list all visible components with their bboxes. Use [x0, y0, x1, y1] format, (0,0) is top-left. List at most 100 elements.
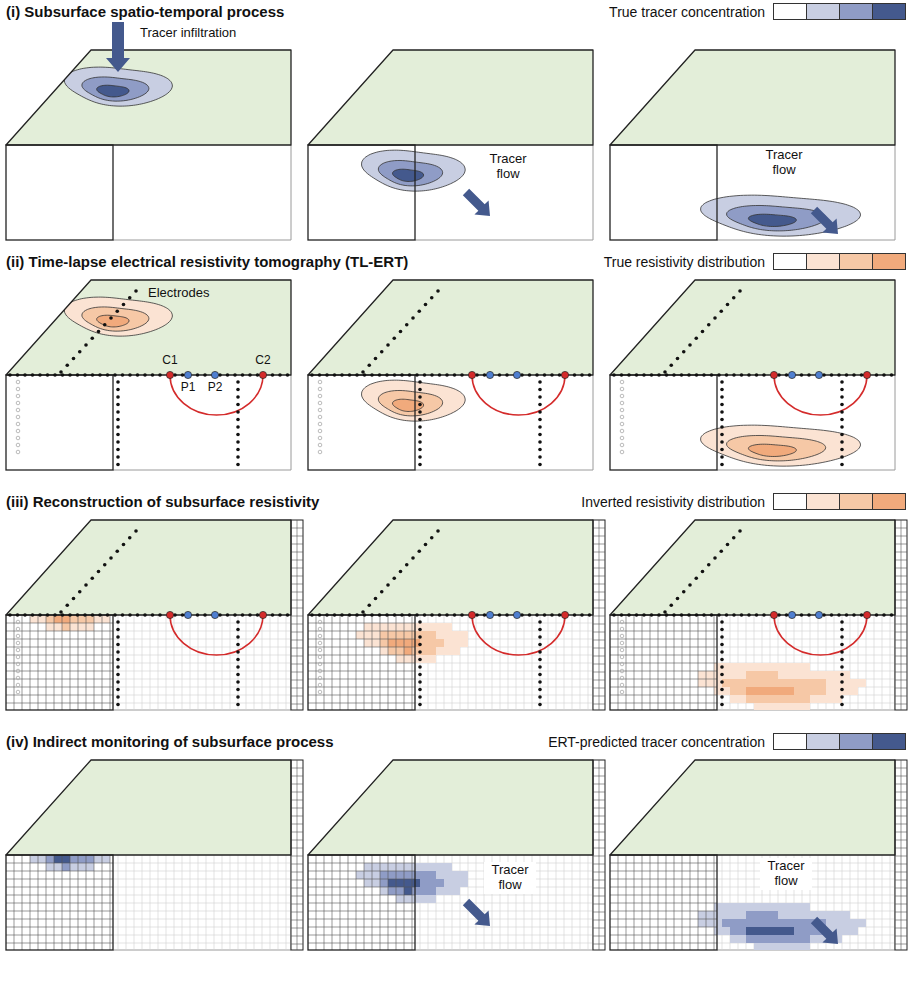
electrode: [325, 613, 329, 617]
mesh-line: [291, 920, 303, 921]
electrode: [116, 688, 120, 692]
mesh-line: [706, 855, 707, 950]
mesh-line: [6, 943, 113, 944]
electrode: [418, 425, 422, 429]
concentration-contour: [97, 315, 129, 327]
mesh-line: [291, 904, 303, 905]
electrode: [720, 680, 724, 684]
active-electrodes: [468, 611, 568, 618]
mesh-line: [113, 639, 291, 640]
flow-arrow: [811, 207, 838, 234]
mesh-line: [895, 552, 907, 553]
electrode: [116, 703, 120, 707]
color-scale: [773, 3, 906, 20]
mesh-line: [895, 816, 907, 817]
mesh-line: [540, 855, 541, 950]
active-electrode: [815, 371, 822, 378]
model-cell: [802, 943, 810, 950]
electrode: [109, 556, 113, 560]
mesh-line: [291, 600, 303, 601]
mesh-line: [556, 615, 557, 710]
electrode: [710, 373, 714, 377]
ground-outline: [308, 280, 593, 375]
model-cell: [754, 663, 762, 671]
plume: [701, 195, 861, 236]
electrode: [236, 635, 240, 639]
hidden-electrode: [16, 450, 20, 454]
hidden-electrode: [620, 436, 624, 440]
model-cell: [746, 671, 754, 679]
mesh-line: [372, 855, 373, 950]
mesh-line: [572, 615, 573, 710]
active-electrode: [486, 611, 493, 618]
model-cell: [364, 631, 372, 639]
model-cell: [698, 919, 706, 927]
model-cell: [826, 679, 834, 687]
concentration-contour: [97, 85, 129, 97]
electrode-label: Electrodes: [148, 286, 209, 301]
model-cell: [706, 679, 714, 687]
model-cell: [738, 695, 746, 703]
mesh-line: [895, 840, 907, 841]
electrode: [115, 309, 119, 313]
electrode: [418, 658, 422, 662]
mesh-line: [118, 855, 119, 950]
electrode: [271, 613, 275, 617]
mesh-line: [62, 855, 63, 950]
model-cell: [444, 623, 452, 631]
mesh-line: [516, 615, 517, 710]
electrode: [106, 373, 110, 377]
hidden-electrode: [318, 676, 322, 680]
hidden-electrode: [318, 655, 322, 659]
electrode: [128, 296, 132, 300]
mesh-line: [214, 855, 215, 950]
electrode: [430, 296, 434, 300]
electrode: [38, 613, 42, 617]
model-cell: [858, 919, 866, 927]
electrode: [115, 549, 119, 553]
mesh-line: [484, 615, 485, 710]
mesh-line: [126, 615, 127, 710]
mesh-line: [682, 855, 683, 950]
electrode: [688, 343, 692, 347]
hidden-electrode: [16, 683, 20, 687]
front-outline: [6, 375, 113, 470]
electrode: [233, 373, 237, 377]
mesh-line: [476, 855, 477, 950]
electrode: [445, 613, 449, 617]
mesh-line: [38, 855, 39, 950]
electrode: [59, 610, 63, 614]
electrode: [460, 373, 464, 377]
electrode: [720, 395, 724, 399]
model-cell: [778, 943, 786, 950]
mesh-line: [593, 528, 605, 529]
mesh-line: [291, 584, 303, 585]
model-cell: [762, 703, 770, 710]
electrode: [16, 613, 20, 617]
mesh-line: [291, 792, 303, 793]
model-cell: [778, 663, 786, 671]
block-diagram: [6, 520, 303, 710]
mesh-line: [254, 615, 255, 710]
active-electrodes: [770, 611, 870, 618]
hidden-electrode: [318, 662, 322, 666]
model-cell: [738, 935, 746, 943]
mesh-line: [113, 647, 291, 648]
electrode: [361, 610, 365, 614]
concentration-contour: [362, 150, 466, 191]
hidden-edge: [717, 470, 895, 471]
mesh-line: [593, 688, 605, 689]
electrode: [116, 418, 120, 422]
model-cell: [412, 879, 420, 887]
concentration-contour: [701, 195, 861, 236]
current-path: [170, 375, 263, 415]
electrode: [405, 323, 409, 327]
electrode: [98, 373, 102, 377]
mesh-line: [94, 615, 95, 710]
model-cell: [810, 695, 818, 703]
mesh-line: [308, 623, 415, 624]
mesh-line: [126, 855, 127, 950]
mesh-line: [291, 576, 303, 577]
electrode: [713, 316, 717, 320]
model-cell: [810, 671, 818, 679]
